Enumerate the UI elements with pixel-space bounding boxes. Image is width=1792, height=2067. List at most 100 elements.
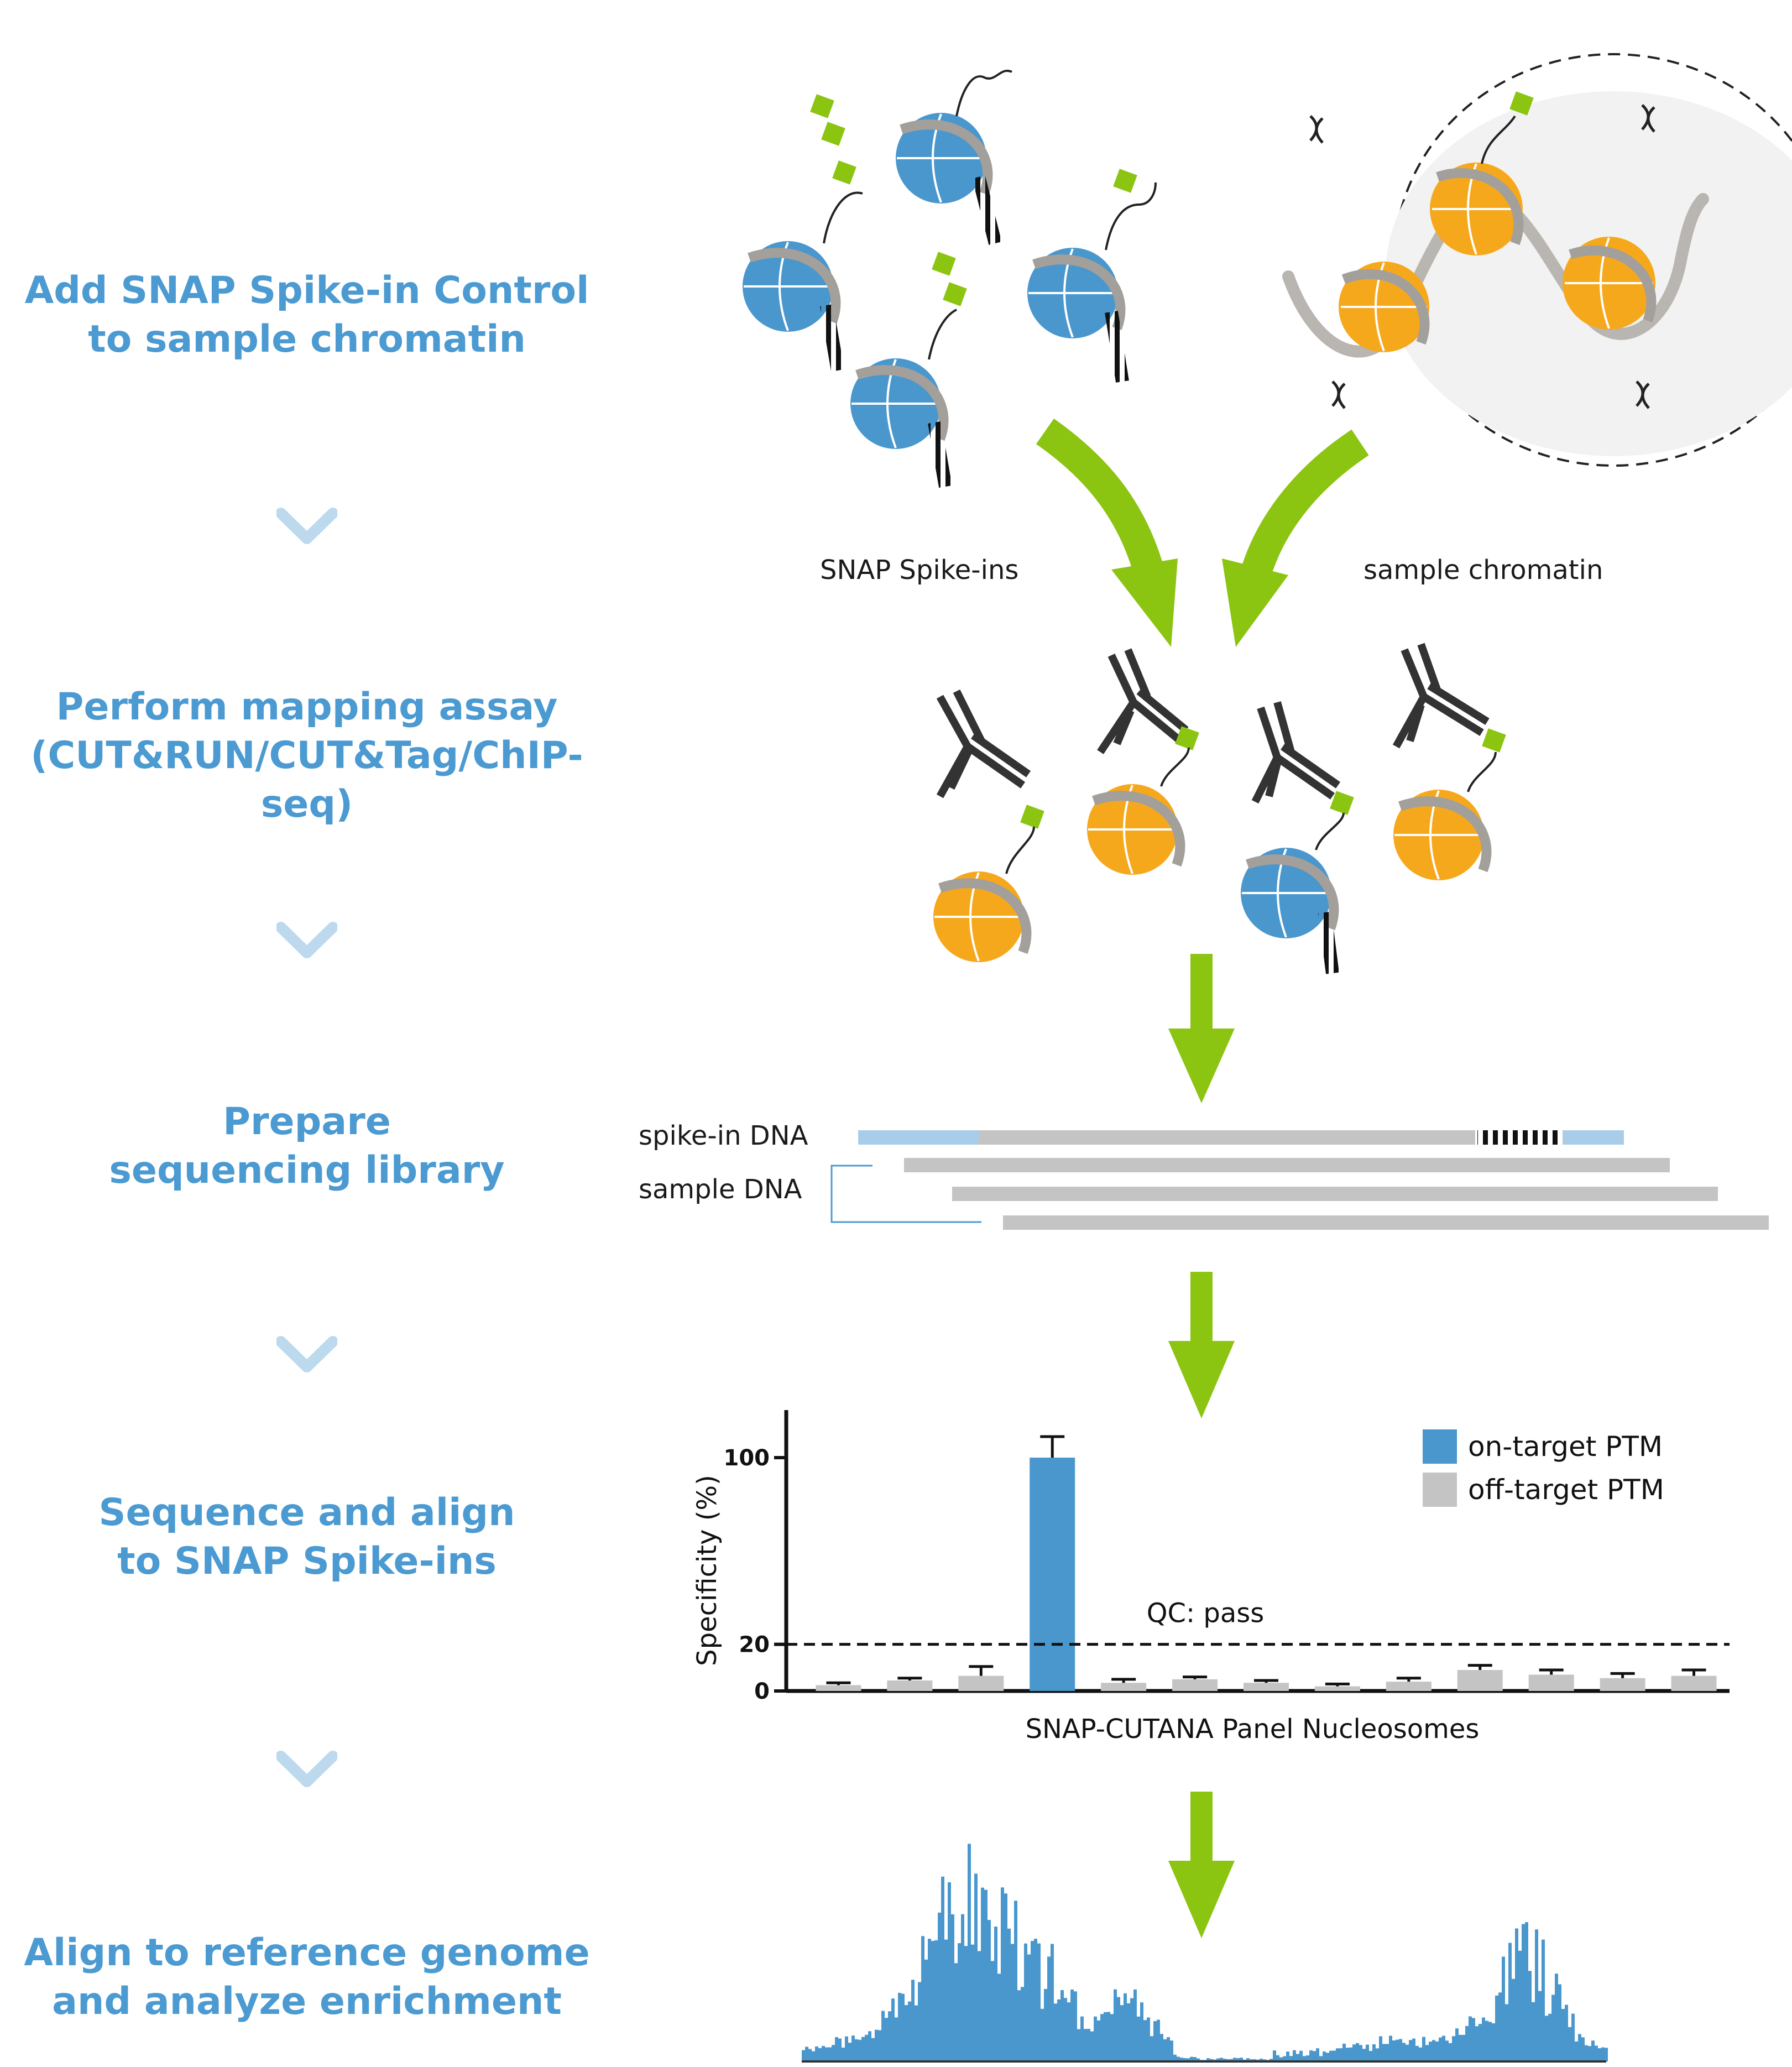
chevron-down-icon [276,508,337,544]
signal-bar [951,1914,954,2061]
signal-bar [905,2005,908,2061]
signal-bar [1585,2045,1588,2061]
signal-bar [1419,2047,1422,2061]
antibody-bound-nucleosomes [933,643,1506,974]
signal-bar [1605,2048,1608,2061]
signal-bar [818,2048,822,2061]
signal-bar [1425,2045,1429,2061]
signal-bar [1346,2048,1349,2061]
signal-bar [1329,2050,1333,2061]
signal-bar [1283,2056,1286,2061]
signal-bar [1445,2040,1449,2061]
signal-bar [934,1940,938,2061]
signal-bar [1197,2058,1200,2061]
signal-bar [1442,2035,1445,2061]
signal-bar [1269,2059,1273,2061]
signal-bar [1402,2043,1406,2061]
signal-bar [1356,2043,1359,2061]
signal-bar [1435,2041,1439,2061]
signal-bar [1293,2050,1296,2061]
enrichment-track [802,1844,1608,2063]
signal-bar [1518,1950,1522,2061]
bar [1172,1679,1218,1691]
signal-bar [1097,2020,1100,2061]
signal-bar [1100,2014,1104,2061]
signal-bar [938,1912,941,2061]
signal-bar [948,1882,951,2061]
signal-bar [1236,2058,1240,2061]
signal-bar [1150,2036,1153,2061]
signal-bar [1044,1988,1047,2061]
bar [1244,1683,1289,1691]
signal-bar [991,1961,994,2061]
signal-bar [964,1946,968,2061]
signal-bar [1396,2039,1399,2061]
signal-bar [1041,2008,1044,2061]
signal-bar [1359,2045,1362,2061]
signal-bar [1306,2055,1309,2061]
down-arrow [1168,1792,1235,1938]
bar [887,1680,933,1691]
signal-bar [918,1982,921,2061]
signal-bar [1133,1989,1137,2061]
sample-read [904,1158,1670,1172]
signal-bar [1366,2044,1369,2061]
signal-bar [1246,2058,1250,2061]
signal-bar [1216,2058,1220,2061]
signal-bar [1422,2037,1425,2061]
orange-nucleosome [1393,751,1497,880]
signal-bar [1386,2044,1389,2061]
step-3-text: Prepare sequencing library [0,1098,614,1195]
signal-bar [1193,2057,1197,2061]
spike-in-nucleosomes [743,70,1157,488]
signal-bar [1137,2016,1140,2061]
qc-label: QC: pass [1147,1598,1265,1629]
step-3-line-1: Prepare [223,1100,391,1144]
signal-bar [891,1998,895,2061]
signal-bar [1482,2017,1485,2061]
signal-bar [944,1939,948,2061]
signal-bar [1004,1893,1007,2061]
signal-bar [875,2029,878,2061]
signal-bar [1475,2026,1478,2061]
signal-bar [1415,2045,1419,2061]
signal-bar [1001,1887,1004,2061]
step-1-line-2: to sample chromatin [88,317,526,361]
signal-bar [1376,2048,1379,2061]
signal-bar [832,2045,835,2061]
signal-bar [1037,1943,1041,2061]
sample-read [952,1187,1718,1201]
step-1-text: Add SNAP Spike-in Control to sample chro… [0,267,614,364]
signal-bar [871,2038,875,2061]
signal-bar [851,2035,855,2061]
signal-bar [1498,1992,1502,2061]
step-3-line-2: sequencing library [109,1149,505,1192]
signal-bar [1180,2058,1183,2061]
signal-bar [1250,2059,1253,2061]
signal-bar [988,1920,991,2061]
signal-bar [1299,2050,1303,2061]
signal-bar [1512,1979,1515,2061]
signal-bar [1147,2017,1150,2061]
signal-bar [1439,2037,1442,2061]
signal-bar [1575,2041,1578,2061]
signal-bar [1561,2008,1565,2061]
signal-bar [855,2039,858,2061]
signal-bar [1220,2058,1223,2061]
signal-bar [1412,2038,1415,2061]
signal-bar [1090,2031,1094,2061]
signal-bar [808,2049,812,2061]
signal-bar [1077,2029,1080,2061]
signal-bar [1319,2056,1323,2061]
signal-bar [1558,1984,1561,2061]
signal-bar [984,1889,988,2061]
spike-ins-label: SNAP Spike-ins [820,555,1019,586]
signal-bar [1173,2054,1177,2061]
legend-label: off-target PTM [1468,1474,1664,1506]
signal-bar [1170,2040,1173,2061]
signal-bar [1233,2058,1236,2061]
signal-bar [1230,2059,1233,2061]
signal-bar [885,2018,888,2061]
signal-bar [997,1974,1001,2061]
signal-bar [835,2037,838,2061]
